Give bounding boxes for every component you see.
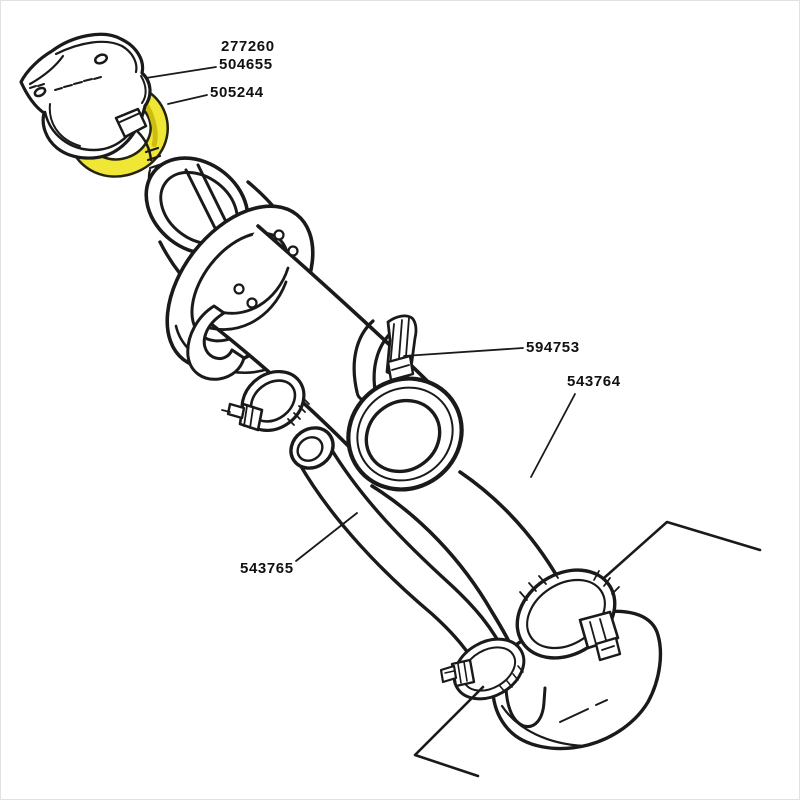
part-label-543765: 543765	[240, 560, 294, 577]
flange-rivets	[233, 229, 299, 309]
filler-neck-clamp	[352, 314, 418, 403]
leader-543765	[295, 512, 358, 562]
vent-pipe-stub	[186, 304, 246, 381]
leader-lines	[145, 66, 576, 562]
tank-inlet-clamp-small	[439, 637, 526, 701]
leader-543764	[530, 393, 576, 478]
part-label-543764: 543764	[567, 373, 621, 390]
vent-hose	[289, 426, 505, 666]
leader-594753	[403, 347, 524, 357]
fuel-cap	[19, 32, 164, 170]
part-label-505244: 505244	[210, 84, 264, 101]
part-label-277260: 277260	[221, 38, 275, 55]
vent-hose-clamp-loose	[221, 369, 310, 433]
part-label-594753: 594753	[526, 339, 580, 356]
leader-505244	[167, 94, 208, 105]
tank-inlet-clamp-large	[515, 568, 622, 662]
part-label-504655: 504655	[219, 56, 273, 73]
leader-504655	[145, 66, 217, 79]
break-lines	[413, 520, 762, 778]
